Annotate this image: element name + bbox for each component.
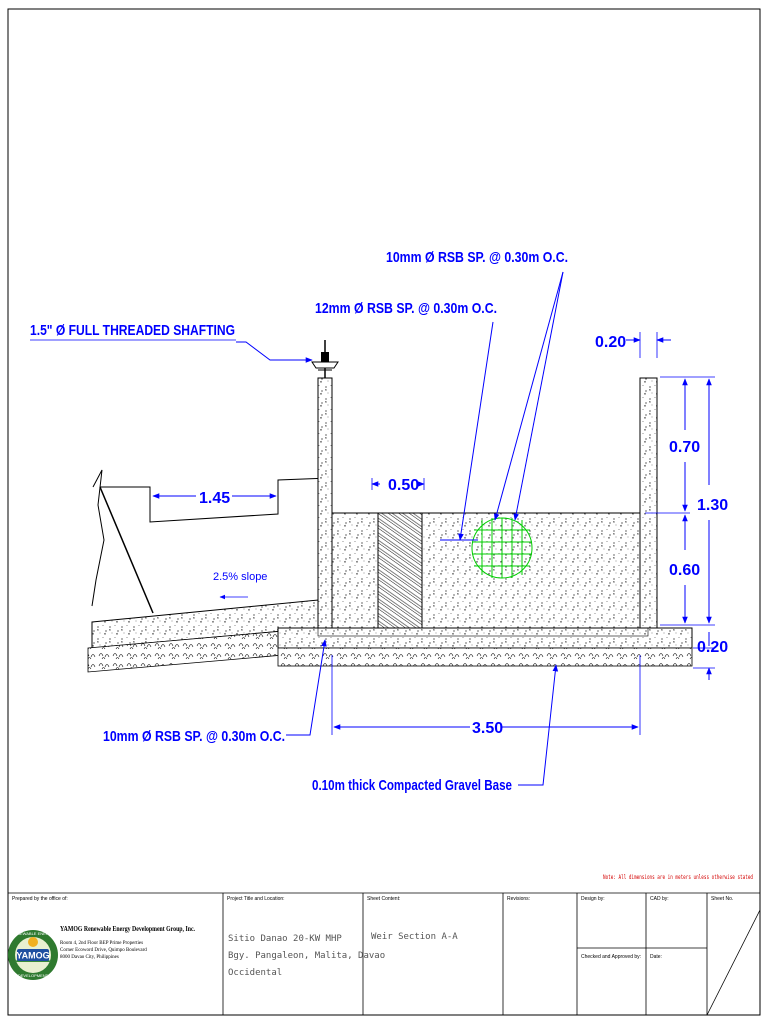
shafting-label: 1.5" Ø FULL THREADED SHAFTING <box>30 322 235 339</box>
company-address-2: Corner Ecoword Drive, Quimpo Boulevard <box>60 948 147 953</box>
company-name: YAMOG Renewable Energy Development Group… <box>60 925 195 933</box>
dim-wall-thickness: 0.20 <box>595 334 626 351</box>
rsb-10-top-leader-a <box>493 271 564 521</box>
left-wall <box>317 377 333 629</box>
title-block <box>8 892 761 1016</box>
rsb-10-bottom-label: 10mm Ø RSB SP. @ 0.30m O.C. <box>103 728 285 745</box>
date-label: Date: <box>650 954 662 960</box>
company-logo: YAMOG RENEWABLE ENERGY DEVELOPMENT <box>8 930 58 980</box>
logo-ring-bottom: DEVELOPMENT <box>18 973 49 978</box>
embankment-line <box>99 486 154 614</box>
rebar-detail-circle <box>471 517 533 579</box>
gravel-base-label: 0.10m thick Compacted Gravel Base <box>312 777 512 794</box>
dim-basin-length: 3.50 <box>472 720 503 737</box>
slope-label: 2.5% slope <box>213 571 267 583</box>
project-title-line-2: Bgy. Pangaleon, Malita, Davao <box>228 951 385 961</box>
company-address-3: 8000 Davao City, Philippines <box>60 955 119 960</box>
revisions-label: Revisions: <box>507 896 530 902</box>
threaded-shafting-icon <box>311 340 339 378</box>
dim-apron-length: 1.45 <box>199 490 230 507</box>
dim-base-thickness: 0.20 <box>697 639 728 656</box>
sheet-content-value: Weir Section A-A <box>371 932 458 942</box>
rsb-10-bottom-leader <box>286 639 327 736</box>
base-slab-inner <box>317 627 649 637</box>
sheet-no-label: Sheet No. <box>711 896 733 902</box>
dim-block-width: 0.50 <box>388 477 419 494</box>
dim-lower-height: 0.60 <box>669 562 700 579</box>
dim-upper-height: 0.70 <box>669 439 700 456</box>
dim-total-height: 1.30 <box>697 497 728 514</box>
weir-section <box>87 340 693 673</box>
project-title-line-1: Sitio Danao 20-KW MHP <box>228 934 342 944</box>
gravel-base <box>277 647 693 667</box>
gravel-leader <box>518 664 559 786</box>
rsb-12-leader <box>458 321 494 541</box>
dimension-note: Note: All dimensions are in meters unles… <box>603 873 753 881</box>
rsb-10-top-label: 10mm Ø RSB SP. @ 0.30m O.C. <box>386 249 568 266</box>
earth-slope-outline <box>91 469 105 607</box>
checked-approved-label: Checked and Approved by: <box>581 954 641 960</box>
rsb-10-top-leader-b <box>513 271 564 521</box>
project-title-label: Project Title and Location: <box>227 896 285 902</box>
sheet-border <box>7 8 761 1016</box>
company-address-1: Room 4, 2nd Floor BEP Prime Properties <box>60 941 143 946</box>
cad-by-label: CAD by: <box>650 896 669 902</box>
project-title-line-3: Occidental <box>228 968 282 978</box>
rsb-12-label: 12mm Ø RSB SP. @ 0.30m O.C. <box>315 300 497 317</box>
design-by-label: Design by: <box>581 896 605 902</box>
prepared-by-label: Prepared by the office of: <box>12 896 68 902</box>
upstream-profile <box>100 477 331 523</box>
sheet-content-label: Sheet Content: <box>367 896 400 902</box>
logo-text: YAMOG <box>16 951 49 961</box>
annotations <box>30 271 715 786</box>
logo-ring-top: RENEWABLE ENERGY <box>12 931 55 936</box>
hatched-block <box>377 512 423 629</box>
right-wall <box>639 377 658 629</box>
shafting-leader <box>236 341 313 363</box>
